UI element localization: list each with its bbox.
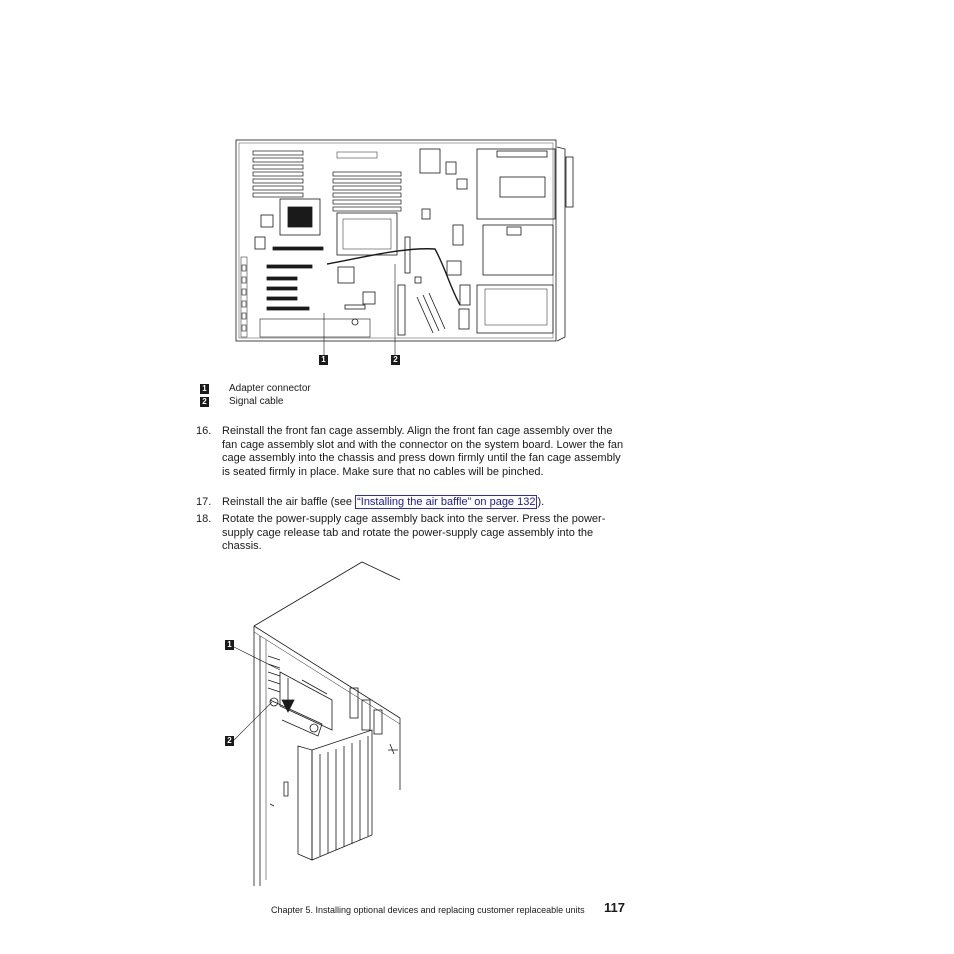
legend-callout-number: 2	[200, 397, 209, 407]
callout-1: 1	[225, 640, 234, 650]
step-17: 17. Reinstall the air baffle (see “Insta…	[196, 495, 626, 510]
step-text: Reinstall the front fan cage assembly. A…	[222, 425, 624, 478]
step-16: 16. Reinstall the front fan cage assembl…	[196, 425, 626, 479]
legend-label: Adapter connector	[229, 383, 311, 394]
page-footer: Chapter 5. Installing optional devices a…	[271, 900, 631, 916]
step-text-after: ).	[537, 496, 545, 508]
legend-callout-number: 1	[200, 384, 209, 394]
step-number: 16.	[196, 425, 212, 437]
callout-1-adapter-connector: 1	[319, 355, 328, 365]
step-text: Rotate the power-supply cage assembly ba…	[222, 513, 606, 552]
step-number: 18.	[196, 513, 212, 525]
page-number: 117	[604, 900, 625, 915]
step-18: 18. Rotate the power-supply cage assembl…	[196, 513, 626, 554]
system-board-diagram: 1 2	[235, 137, 575, 369]
step-text-before: Reinstall the air baffle (see	[222, 496, 356, 508]
chapter-title: Chapter 5. Installing optional devices a…	[271, 905, 585, 915]
legend-label: Signal cable	[229, 396, 284, 407]
power-supply-cage-illustration: 1 2	[222, 560, 412, 886]
cross-reference-link[interactable]: “Installing the air baffle” on page 132	[355, 495, 538, 509]
callout-2-signal-cable: 2	[391, 355, 400, 365]
step-text: Reinstall the air baffle (see “Installin…	[222, 495, 626, 510]
callout-2: 2	[225, 736, 234, 746]
step-number: 17.	[196, 496, 212, 508]
